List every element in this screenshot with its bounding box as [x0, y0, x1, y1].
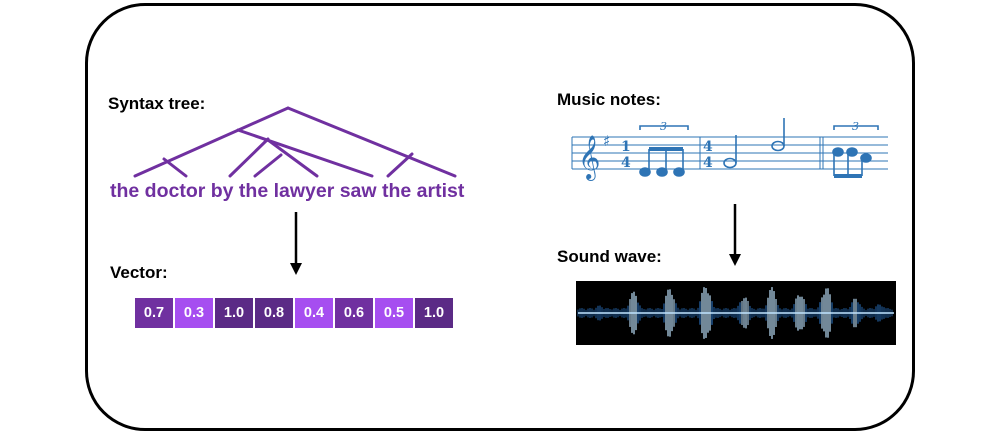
arrow-down-right: [729, 204, 741, 266]
vector-cell: 0.5: [375, 298, 413, 328]
tree-branch: [236, 128, 374, 178]
tree-branch: [386, 152, 414, 178]
tree-branch: [286, 106, 457, 178]
vector-cell: 0.7: [135, 298, 173, 328]
music-staff: [571, 136, 888, 170]
tree-branch: [133, 106, 290, 178]
time-sig-top: 1: [621, 139, 631, 155]
syntax-sentence: the doctor by the lawyer saw the artist: [110, 180, 465, 202]
vector-cell: 1.0: [215, 298, 253, 328]
tree-branch: [266, 138, 319, 178]
music-notes: 𝄞 ♯ 1 4 3 4 4 3: [578, 118, 879, 181]
time-sig-top-2: 4: [703, 139, 713, 155]
music-notes-label: Music notes:: [557, 90, 661, 109]
time-sig-bottom-2: 4: [703, 155, 713, 171]
sharp-icon: ♯: [603, 132, 610, 150]
vector-cell: 0.6: [335, 298, 373, 328]
vector-cell: 1.0: [415, 298, 453, 328]
treble-clef-icon: 𝄞: [578, 135, 600, 181]
tree-branch: [162, 157, 188, 178]
vector-label: Vector:: [110, 263, 168, 282]
triplet-mark: 3: [660, 120, 667, 133]
arrow-down-left: [290, 212, 302, 275]
sound-wave: [577, 287, 894, 339]
vector-cell: 0.3: [175, 298, 213, 328]
triplet-mark-2: 3: [852, 120, 859, 133]
outer-frame: [85, 3, 915, 431]
time-sig-bottom: 4: [621, 155, 631, 171]
vector-cell: 0.4: [295, 298, 333, 328]
vector-cell: 0.8: [255, 298, 293, 328]
syntax-tree-label: Syntax tree:: [108, 94, 206, 113]
tree-branch: [228, 137, 270, 178]
sound-wave-label: Sound wave:: [557, 247, 662, 266]
syntax-tree: [133, 106, 457, 178]
tree-branch: [253, 153, 283, 178]
